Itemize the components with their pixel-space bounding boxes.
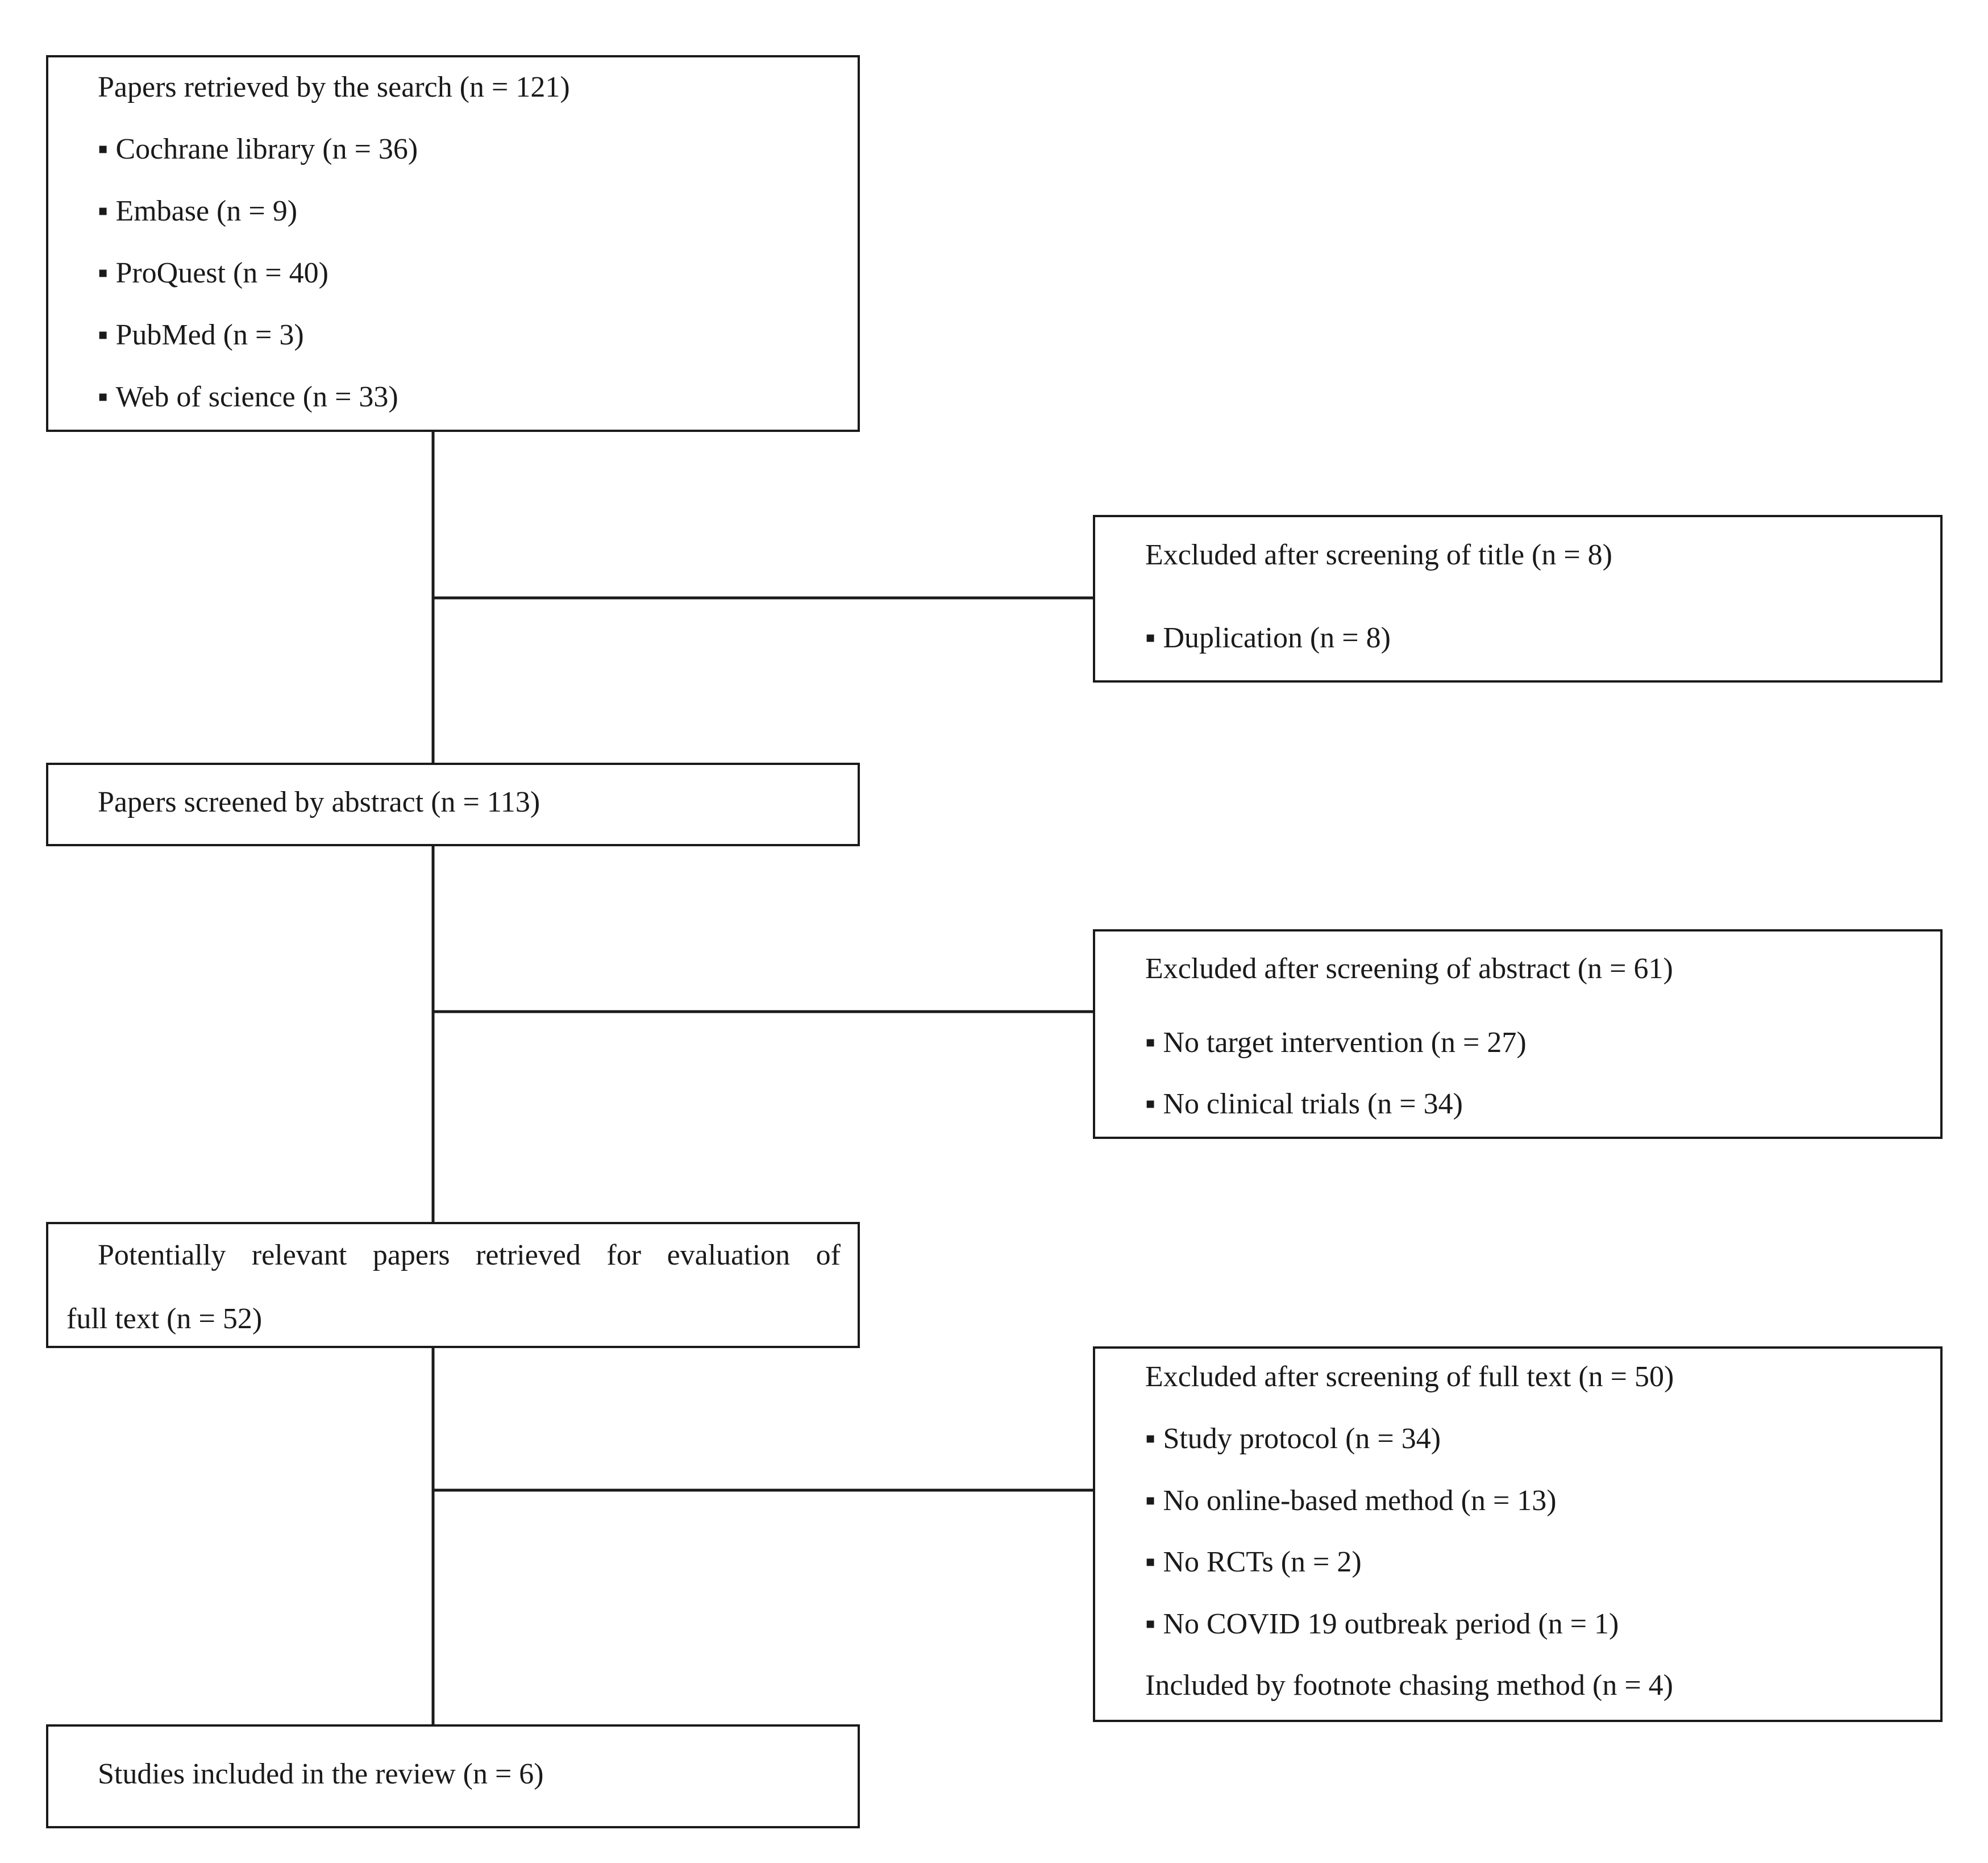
abstract-exclusion-reason-trials: No clinical trials (n = 34) [1145,1087,1463,1121]
included-studies-box: Studies included in the review (n = 6) [46,1724,860,1828]
abstract-exclusion-box: Excluded after screening of abstract (n … [1093,929,1943,1139]
abstract-exclusion-title: Excluded after screening of abstract (n … [1145,953,1673,985]
title-exclusion-box: Excluded after screening of title (n = 8… [1093,515,1943,683]
search-results-box: Papers retrieved by the search (n = 121)… [46,55,860,432]
fulltext-exclusion-reason-covid: No COVID 19 outbreak period (n = 1) [1145,1607,1619,1641]
title-exclusion-title: Excluded after screening of title (n = 8… [1145,539,1612,571]
source-item-proquest: ProQuest (n = 40) [98,256,328,290]
fulltext-exclusion-box: Excluded after screening of full text (n… [1093,1346,1943,1722]
source-item-cochrane: Cochrane library (n = 36) [98,132,418,167]
included-studies-title: Studies included in the review (n = 6) [98,1758,544,1790]
source-item-pubmed: PubMed (n = 3) [98,318,303,352]
fulltext-footnote-chasing: Included by footnote chasing method (n =… [1145,1669,1673,1702]
title-exclusion-reason: Duplication (n = 8) [1145,621,1390,655]
fulltext-eval-box: Potentially relevant papers retrieved fo… [46,1222,860,1348]
abstract-screen-title: Papers screened by abstract (n = 113) [98,786,540,818]
fulltext-eval-title-line2: full text (n = 52) [66,1303,263,1335]
fulltext-exclusion-reason-protocol: Study protocol (n = 34) [1145,1422,1441,1456]
fulltext-eval-title-line1: Potentially relevant papers retrieved fo… [98,1239,841,1271]
abstract-exclusion-reason-intervention: No target intervention (n = 27) [1145,1026,1526,1060]
fulltext-exclusion-reason-online: No online-based method (n = 13) [1145,1484,1556,1518]
abstract-screen-box: Papers screened by abstract (n = 113) [46,763,860,846]
fulltext-exclusion-reason-rcts: No RCTs (n = 2) [1145,1545,1361,1579]
source-item-embase: Embase (n = 9) [98,194,297,228]
search-results-title: Papers retrieved by the search (n = 121) [98,71,570,103]
fulltext-exclusion-title: Excluded after screening of full text (n… [1145,1361,1674,1393]
source-item-web-of-science: Web of science (n = 33) [98,380,398,414]
